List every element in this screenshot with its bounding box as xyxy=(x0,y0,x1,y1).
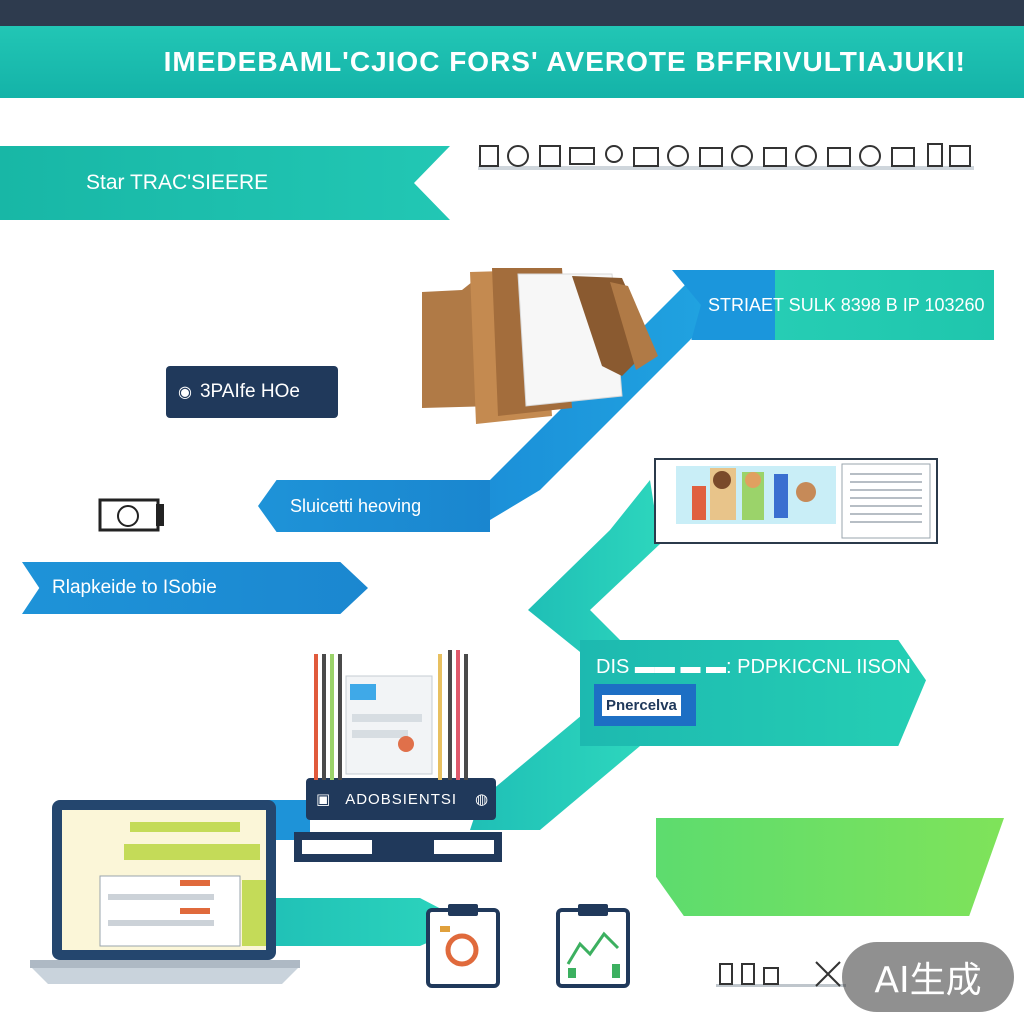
ribbon-replace-label: Rlapkeide to ISobie xyxy=(52,577,217,598)
ribbon-persona: DIS ▬▬ ▬ ▬: PDPKICCNL IISON xyxy=(580,640,926,746)
ribbon-start-label: Star TRAC'SIEERE xyxy=(86,171,269,194)
box-icon xyxy=(763,147,787,167)
badge-icon: ▣ xyxy=(316,791,332,808)
title-banner: IMEDEBAML'CJIOC FORS' AVEROTE BFFRIVULTI… xyxy=(0,26,1024,98)
laptop-icon xyxy=(30,800,300,984)
ribbon-green xyxy=(656,818,1004,916)
icon-strip xyxy=(478,143,974,170)
phone-icon xyxy=(927,143,943,167)
ribbon-heading: Sluicetti heoving xyxy=(258,480,490,532)
screenshot-card xyxy=(654,458,938,544)
ribbon-replace: Rlapkeide to ISobie xyxy=(22,562,368,614)
watermark-badge: AI生成 xyxy=(842,942,1014,1012)
pill-path-label: 3PAIfe HOe xyxy=(199,381,300,402)
badge-percent-label: Pnercelva xyxy=(602,694,681,716)
scan-icon xyxy=(98,498,164,532)
toolbar-strip xyxy=(294,832,502,862)
doc-icon xyxy=(479,145,499,167)
folder-icon xyxy=(422,268,658,424)
ribbon-subject: STRIAET SULK 8398 B IP 103260 xyxy=(672,270,994,340)
ribbon-start: Star TRAC'SIEERE xyxy=(0,146,450,220)
mail-icon xyxy=(891,147,915,167)
book-icon xyxy=(949,145,971,167)
clock-icon xyxy=(731,145,753,167)
connector-teal-upper xyxy=(528,480,660,660)
people-image xyxy=(676,463,931,539)
globe-icon xyxy=(667,145,689,167)
bottom-icons xyxy=(716,961,846,987)
chart-icon xyxy=(539,145,561,167)
bulb-icon xyxy=(859,145,881,167)
ribbon-heading-label: Sluicetti heoving xyxy=(290,495,422,516)
calendar-icon xyxy=(827,147,851,167)
pill-assessment-label: ADOBSIENTSI xyxy=(345,790,458,808)
top-strip xyxy=(0,0,1024,26)
target-icon xyxy=(507,145,529,167)
report-tower-icon xyxy=(314,650,468,780)
person-icon xyxy=(605,145,623,163)
card-icon xyxy=(699,147,723,167)
eye-icon: ◉ xyxy=(178,384,192,401)
badge-percent: Pnercelva xyxy=(594,684,696,726)
clipboard-graph-icon xyxy=(556,904,630,988)
clipboard-chart-icon xyxy=(426,904,500,988)
pill-path: ◉ 3PAIfe HOe xyxy=(166,366,338,418)
pill-assessment: ▣ ADOBSIENTSI ◍ xyxy=(306,778,496,820)
ribbon-subject-label: STRIAET SULK 8398 B IP 103260 xyxy=(708,294,985,315)
ribbon-persona-label: DIS ▬▬ ▬ ▬: PDPKICCNL IISON xyxy=(596,656,911,678)
disc-icon: ◍ xyxy=(475,791,490,808)
screen-icon xyxy=(569,147,595,165)
gear-icon xyxy=(795,145,817,167)
folder-icon xyxy=(633,147,659,167)
